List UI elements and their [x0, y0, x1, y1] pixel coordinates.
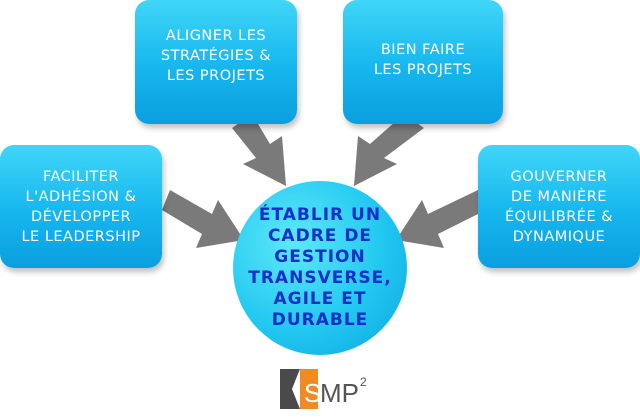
svg-text:2: 2	[360, 375, 367, 389]
center-circle: ÉTABLIR UN CADRE DE GESTION TRANSVERSE, …	[233, 181, 407, 355]
box-do-projects-well: BIEN FAIRE LES PROJETS	[343, 0, 503, 124]
center-label: ÉTABLIR UN CADRE DE GESTION TRANSVERSE, …	[248, 205, 392, 330]
arrow-right	[396, 190, 486, 248]
box-label: BIEN FAIRE LES PROJETS	[373, 42, 473, 78]
arrow-top-left	[232, 114, 286, 186]
box-govern: GOUVERNER DE MANIÈRE ÉQUILIBRÉE & DYNAMI…	[478, 145, 640, 268]
logo-s: S	[304, 378, 321, 408]
arrow-top-right	[354, 114, 424, 186]
box-align-strategies: ALIGNER LES STRATÉGIES & LES PROJETS	[135, 0, 297, 124]
box-label: FACILITER L'ADHÉSION & DÉVELOPPER LE LEA…	[21, 168, 141, 245]
box-label: ALIGNER LES STRATÉGIES & LES PROJETS	[160, 28, 272, 84]
svg-text:MP: MP	[320, 378, 359, 408]
box-label: GOUVERNER DE MANIÈRE ÉQUILIBRÉE & DYNAMI…	[504, 168, 614, 245]
arrow-left	[162, 190, 244, 248]
smp2-logo: S MP 2	[280, 369, 367, 409]
box-facilitate-adhesion: FACILITER L'ADHÉSION & DÉVELOPPER LE LEA…	[0, 145, 162, 268]
